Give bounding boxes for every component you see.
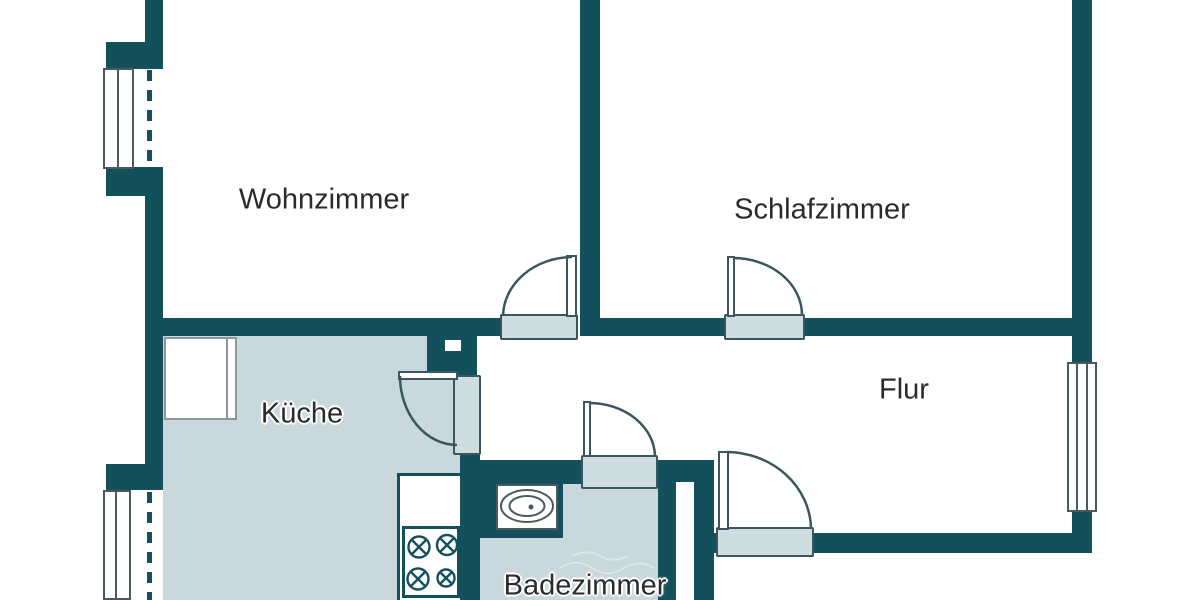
stove-icon [402,526,460,598]
entry-door-leaf [718,451,729,530]
kitchen-window-pane-line [115,492,117,600]
room-label-badezimmer: Badezimmer [503,569,667,600]
bath-door-leaf [583,401,591,457]
bath-door-arc [588,401,657,457]
wall-hall-mid [600,318,727,336]
entry-door-sill [716,527,814,557]
wall-right-top [1072,0,1092,362]
hall-window [1067,362,1097,512]
bath-door-sill [581,455,658,489]
sink-basin-box [496,484,558,530]
kitchen-cupboard-edge [226,339,228,418]
room-label-wohnzimmer: Wohnzimmer [238,183,410,216]
room-label-schlafzimmer: Schlafzimmer [734,193,910,226]
living-door-leaf [566,255,577,317]
wall-room-divider [580,0,600,336]
wall-hall-right [803,318,1092,336]
installation-shaft [676,482,694,600]
wall-bath-top [460,460,583,484]
wall-hall-left [145,318,502,336]
kitchen-window [103,490,131,600]
bedroom-door-arc [732,256,804,316]
flue-opening [445,340,461,351]
wall-left-window-jamb-1 [106,42,163,69]
balcony-opening-marker-bottom [147,492,152,600]
living-door-sill [500,314,578,340]
living-window-pane-line [117,70,119,167]
living-door-arc [501,255,573,317]
kitchen-door-leaf [398,371,458,380]
entry-door-arc [726,450,813,529]
hall-window-pane-line-2 [1086,364,1088,510]
bedroom-door-sill [724,314,805,340]
wall-kitchen-bath [460,453,480,600]
room-label-kueche: Küche [260,397,344,430]
wall-left-window-jamb-3 [106,464,163,490]
bedroom-door-leaf [727,256,735,317]
room-label-flur: Flur [879,373,929,406]
hall-window-pane-line-1 [1076,364,1078,510]
kitchen-door-sill [453,375,481,455]
wall-left-window-jamb-2 [106,167,163,196]
wall-left-top [145,0,163,42]
kitchen-cupboard [164,337,237,420]
balcony-opening-marker-top [147,70,152,170]
